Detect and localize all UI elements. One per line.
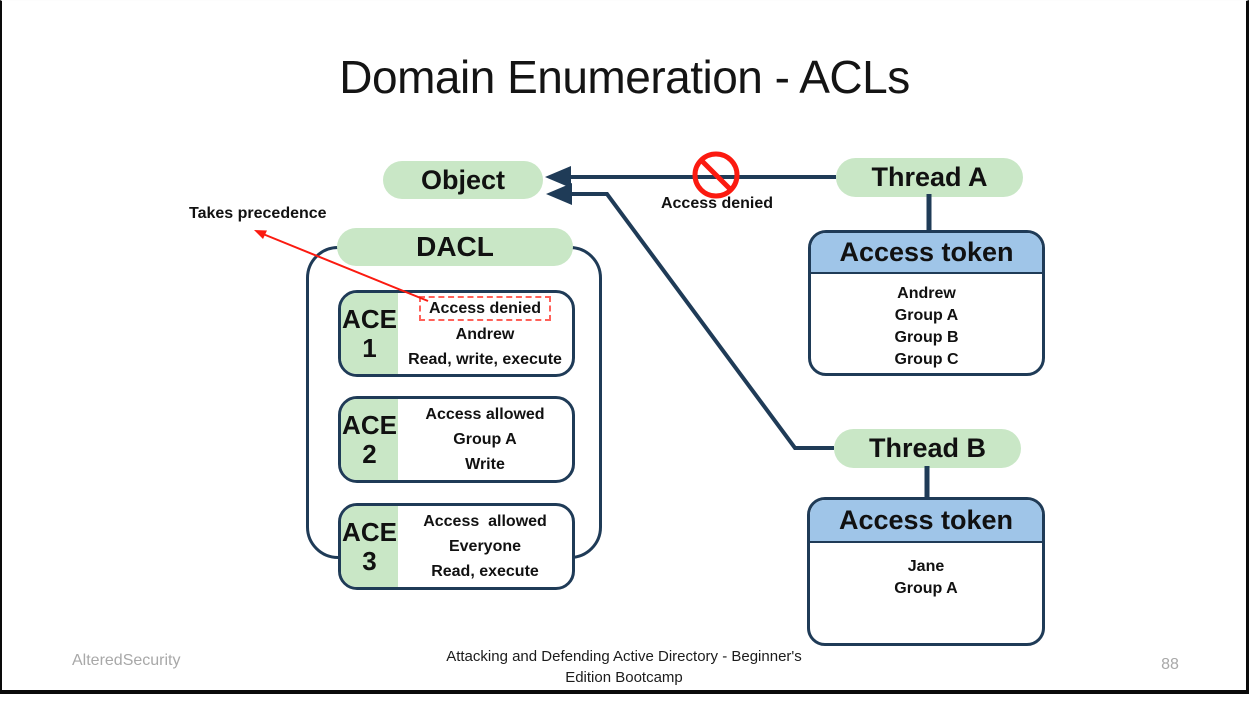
access-token-b-body: Jane Group A [810, 543, 1042, 600]
takes-precedence-label: Takes precedence [189, 205, 327, 222]
thread-b-node: Thread B [834, 429, 1021, 468]
token-member: Group B [894, 329, 959, 346]
access-token-a-body: Andrew Group A Group B Group C [811, 274, 1042, 371]
ace-line-rights: Read, write, execute [408, 351, 562, 368]
ace-number: 1 [362, 332, 377, 363]
token-member: Group A [894, 580, 958, 597]
ace-number: 3 [362, 545, 377, 576]
footer-course-title: Attacking and Defending Active Directory… [374, 646, 874, 688]
footer-company: AlteredSecurity [72, 652, 181, 669]
ace-label: ACE [342, 516, 397, 547]
arrowhead-thread-b [546, 183, 572, 205]
ace-1-box: ACE 1 Access denied Andrew Read, write, … [338, 290, 575, 377]
arrowhead-thread-a [545, 166, 571, 188]
ace-2-box: ACE 2 Access allowed Group A Write [338, 396, 575, 483]
token-member: Group C [894, 351, 959, 368]
ace-3-body: Access allowed Everyone Read, execute [398, 506, 572, 587]
footer-course-line1: Attacking and Defending Active Directory… [446, 648, 802, 665]
thread-a-node: Thread A [836, 158, 1023, 197]
ace-line-access: Access allowed [423, 513, 547, 530]
ace-line-rights: Read, execute [431, 563, 539, 580]
ace-line-principal: Group A [453, 431, 517, 448]
ace-3-side: ACE 3 [341, 506, 398, 587]
access-token-b-header: Access token [810, 500, 1042, 543]
ace-line-principal: Everyone [448, 538, 522, 555]
footer-page-number: 88 [1161, 656, 1179, 673]
object-label: Object [420, 164, 506, 195]
ace-number: 2 [362, 438, 377, 469]
access-denied-label: Access denied [660, 195, 774, 212]
ace-2-body: Access allowed Group A Write [398, 399, 572, 480]
footer-course-line2: Edition Bootcamp [565, 669, 683, 686]
arrow-thread-b-to-object [568, 192, 834, 450]
thread-b-label: Thread B [868, 433, 987, 463]
ace-line-principal: Andrew [455, 326, 515, 343]
ace-line-rights: Write [465, 456, 505, 473]
no-entry-icon [692, 151, 740, 199]
ace-1-denied-highlight: Access denied [418, 296, 552, 321]
thread-a-label: Thread A [871, 162, 988, 192]
access-token-title: Access token [838, 505, 1014, 535]
object-node: Object [383, 161, 543, 199]
dacl-node: DACL [337, 228, 573, 266]
ace-3-box: ACE 3 Access allowed Everyone Read, exec… [338, 503, 575, 590]
dacl-label: DACL [416, 231, 494, 262]
token-member: Group A [894, 307, 959, 324]
ace-1-body: Access denied Andrew Read, write, execut… [398, 293, 572, 374]
token-member: Jane [907, 558, 945, 575]
token-member: Andrew [897, 285, 956, 302]
access-token-title: Access token [839, 237, 1014, 267]
page-title: Domain Enumeration - ACLs [339, 51, 910, 103]
ace-2-side: ACE 2 [341, 399, 398, 480]
access-token-a-header: Access token [811, 233, 1042, 274]
ace-1-side: ACE 1 [341, 293, 398, 374]
takes-precedence-arrowhead [254, 230, 267, 239]
ace-label: ACE [342, 409, 397, 440]
ace-line-access: Access allowed [425, 406, 545, 423]
ace-label: ACE [342, 303, 397, 334]
access-token-a: Access token Andrew Group A Group B Grou… [808, 230, 1045, 376]
access-token-b: Access token Jane Group A [807, 497, 1045, 646]
